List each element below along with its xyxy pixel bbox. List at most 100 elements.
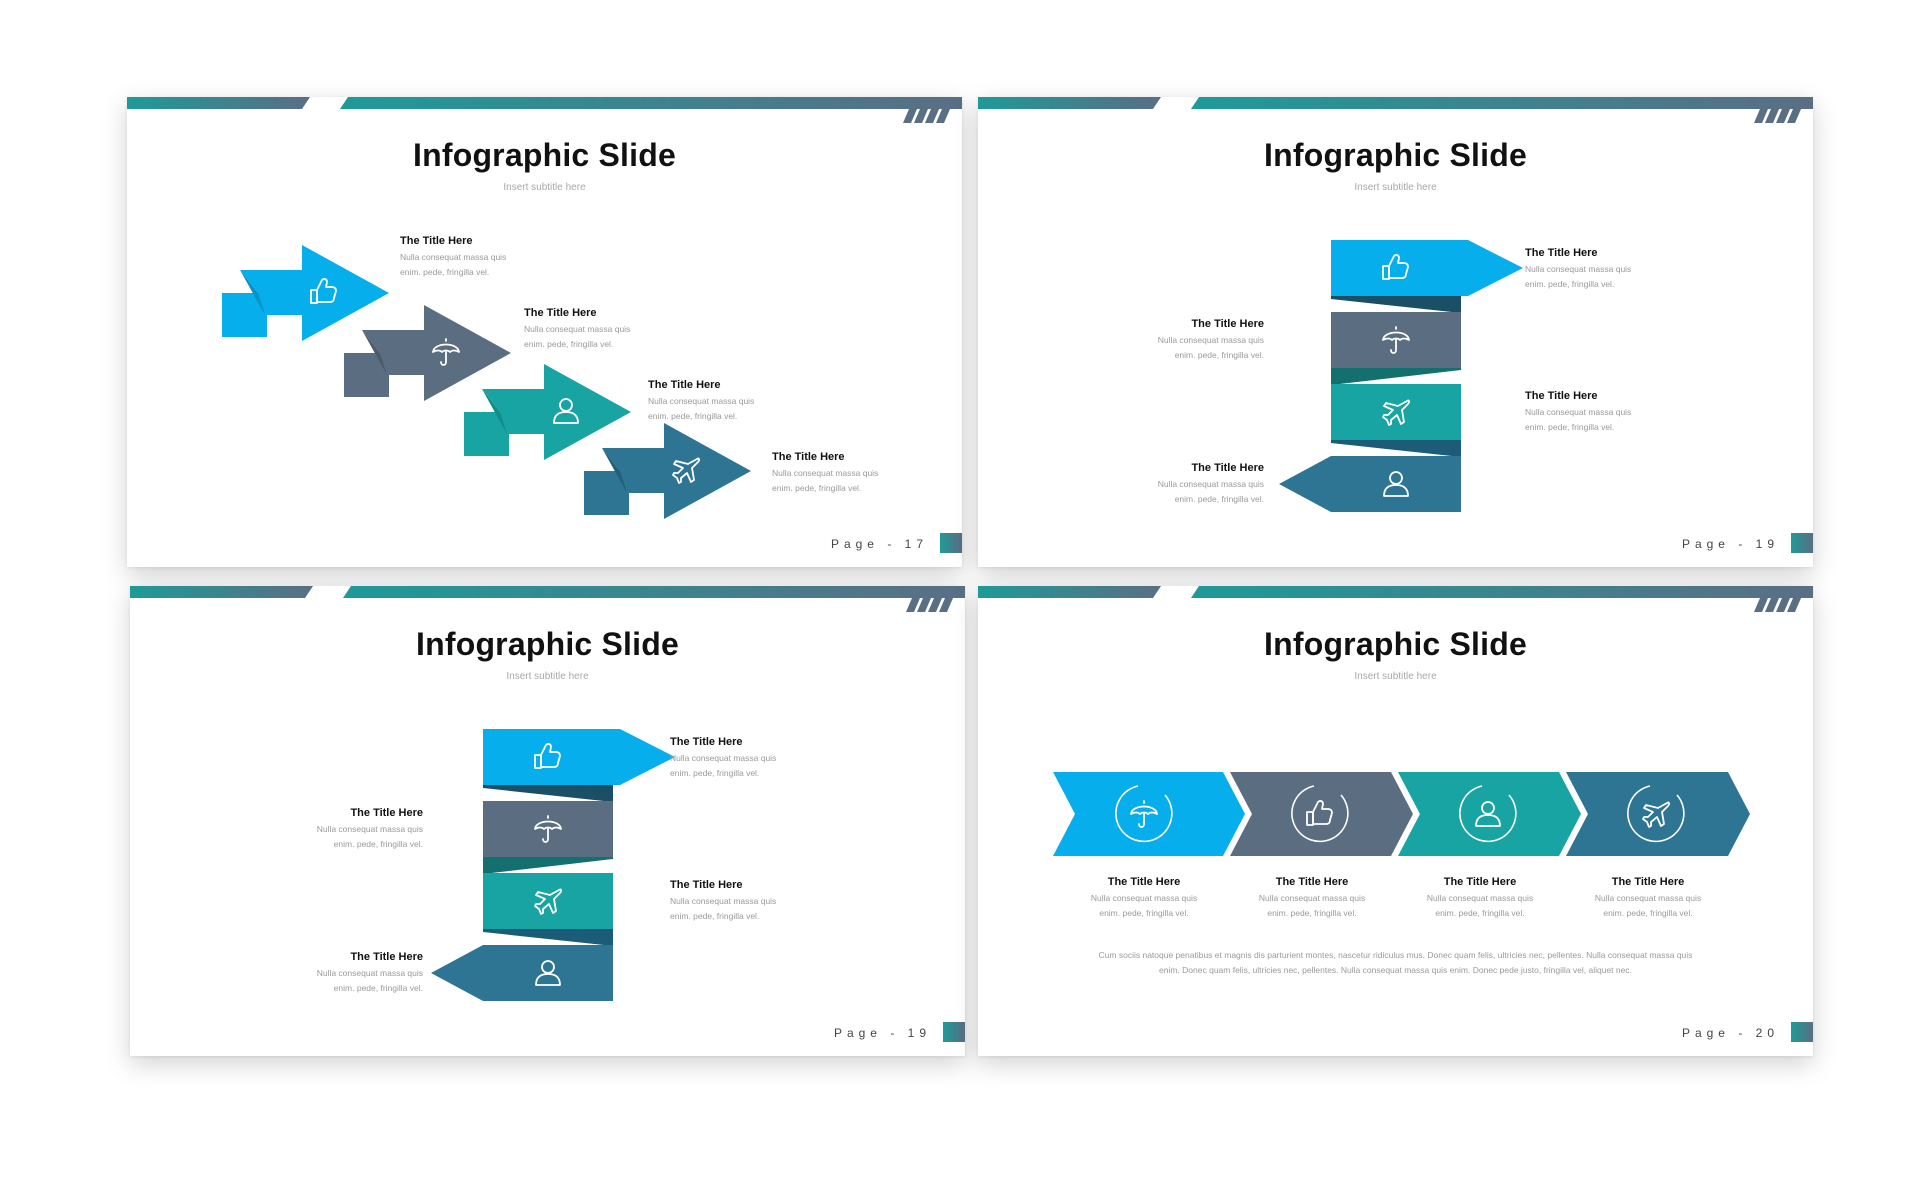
text-block-2: The Title Here Nulla consequat massa qui… bbox=[283, 807, 423, 852]
ribbon-segment-2 bbox=[483, 801, 613, 857]
item-title: The Title Here bbox=[1525, 390, 1598, 402]
ribbon-folds bbox=[1331, 296, 1461, 457]
item-title: The Title Here bbox=[1191, 462, 1264, 474]
slide-subtitle: Insert subtitle here bbox=[503, 182, 586, 193]
item-desc-line2: enim. pede, fringilla vel. bbox=[772, 483, 862, 493]
text-block-3: The Title Here Nulla consequat massa qui… bbox=[648, 379, 788, 424]
item-desc-line1: Nulla consequat massa quis bbox=[1594, 893, 1702, 903]
text-block-4: The Title Here Nulla consequat massa qui… bbox=[1578, 876, 1718, 921]
item-title: The Title Here bbox=[524, 307, 597, 319]
chevron-step-4 bbox=[1566, 772, 1750, 856]
item-desc-line2: enim. pede, fringilla vel. bbox=[333, 839, 423, 849]
item-title: The Title Here bbox=[400, 235, 473, 247]
item-title: The Title Here bbox=[1443, 876, 1517, 888]
item-desc-line1: Nulla consequat massa quis bbox=[316, 968, 423, 978]
chevron-step-2 bbox=[1230, 772, 1413, 856]
text-block-2: The Title Here Nulla consequat massa qui… bbox=[524, 307, 664, 352]
ribbon-segment-1 bbox=[1331, 240, 1523, 296]
header-stripes bbox=[903, 109, 950, 123]
slide-frame bbox=[127, 97, 962, 553]
body-line-2: enim. Donec quam felis, ultricies nec, p… bbox=[1159, 965, 1632, 975]
item-desc-line1: Nulla consequat massa quis bbox=[670, 753, 777, 763]
ribbon-segment-1 bbox=[483, 729, 675, 785]
item-desc-line2: enim. pede, fringilla vel. bbox=[1603, 908, 1693, 918]
slide-title: Infographic Slide bbox=[413, 137, 676, 173]
item-title: The Title Here bbox=[350, 807, 423, 819]
text-block-1: The Title Here Nulla consequat massa qui… bbox=[1525, 247, 1665, 292]
item-desc-line2: enim. pede, fringilla vel. bbox=[670, 911, 760, 921]
item-title: The Title Here bbox=[1191, 318, 1264, 330]
header-bar-right bbox=[1191, 586, 1813, 598]
arrow-step-1 bbox=[222, 245, 389, 341]
header-bar-right bbox=[340, 97, 962, 109]
chevron-step-1 bbox=[1053, 772, 1245, 856]
item-title: The Title Here bbox=[1275, 876, 1349, 888]
item-desc-line2: enim. pede, fringilla vel. bbox=[1435, 908, 1525, 918]
item-title: The Title Here bbox=[1107, 876, 1181, 888]
item-title: The Title Here bbox=[670, 736, 743, 748]
text-block-1: The Title Here Nulla consequat massa qui… bbox=[670, 736, 810, 781]
item-desc-line1: Nulla consequat massa quis bbox=[1426, 893, 1534, 903]
slide-frame bbox=[978, 586, 1813, 1042]
slide-page-19-b[interactable]: Infographic Slide Insert subtitle here T… bbox=[130, 586, 965, 1056]
header-stripes bbox=[1754, 598, 1801, 612]
text-block-1: The Title Here Nulla consequat massa qui… bbox=[1074, 876, 1214, 921]
arrow-step-3 bbox=[464, 364, 631, 460]
slide-title: Infographic Slide bbox=[1264, 137, 1527, 173]
body-paragraph: Cum sociis natoque penatibus et magnis d… bbox=[1058, 948, 1733, 978]
item-desc-line2: enim. pede, fringilla vel. bbox=[1174, 494, 1264, 504]
item-desc-line1: Nulla consequat massa quis bbox=[1157, 479, 1264, 489]
page-badge bbox=[1791, 1022, 1813, 1042]
text-block-3: The Title Here Nulla consequat massa qui… bbox=[670, 879, 810, 924]
header-bar-left bbox=[127, 97, 310, 109]
text-block-2: The Title Here Nulla consequat massa qui… bbox=[1242, 876, 1382, 921]
header-bar-right bbox=[343, 586, 965, 598]
item-desc-line2: enim. pede, fringilla vel. bbox=[648, 411, 738, 421]
slide-frame bbox=[978, 97, 1813, 553]
page-number: Page - 19 bbox=[1681, 537, 1779, 551]
chevron-step-3 bbox=[1398, 772, 1581, 856]
item-title: The Title Here bbox=[350, 951, 423, 963]
item-desc-line2: enim. pede, fringilla vel. bbox=[1525, 422, 1615, 432]
ribbon-segment-3 bbox=[1331, 384, 1461, 440]
item-title: The Title Here bbox=[772, 451, 845, 463]
slide-page-17[interactable]: Infographic Slide Insert subtitle here bbox=[127, 97, 962, 567]
page-number: Page - 17 bbox=[830, 537, 928, 551]
ribbon-segment-4 bbox=[431, 945, 613, 1001]
staircase-arrows-diagram bbox=[222, 245, 751, 519]
item-desc-line1: Nulla consequat massa quis bbox=[524, 324, 631, 334]
chevron-process-diagram bbox=[1053, 772, 1750, 856]
item-title: The Title Here bbox=[1525, 247, 1598, 259]
page-badge bbox=[940, 533, 962, 553]
header-bar-left bbox=[130, 586, 313, 598]
item-desc-line2: enim. pede, fringilla vel. bbox=[400, 267, 490, 277]
item-desc-line2: enim. pede, fringilla vel. bbox=[1174, 350, 1264, 360]
page-badge bbox=[943, 1022, 965, 1042]
item-desc-line1: Nulla consequat massa quis bbox=[1525, 264, 1632, 274]
ribbon-segment-3 bbox=[483, 873, 613, 929]
item-desc-line1: Nulla consequat massa quis bbox=[1258, 893, 1366, 903]
header-bar-right bbox=[1191, 97, 1813, 109]
header-bar-left bbox=[978, 586, 1161, 598]
ribbon-folds bbox=[483, 785, 613, 946]
item-desc-line1: Nulla consequat massa quis bbox=[670, 896, 777, 906]
zigzag-ribbon-diagram bbox=[431, 729, 675, 1001]
slide-subtitle: Insert subtitle here bbox=[1354, 182, 1437, 193]
page-number: Page - 20 bbox=[1681, 1026, 1779, 1040]
text-block-1: The Title Here Nulla consequat massa qui… bbox=[400, 235, 540, 280]
item-desc-line2: enim. pede, fringilla vel. bbox=[670, 768, 760, 778]
page-number: Page - 19 bbox=[833, 1026, 931, 1040]
slide-page-20[interactable]: Infographic Slide Insert subtitle here T… bbox=[978, 586, 1813, 1056]
text-block-2: The Title Here Nulla consequat massa qui… bbox=[1124, 318, 1264, 363]
ribbon-segment-2 bbox=[1331, 312, 1461, 368]
slide-subtitle: Insert subtitle here bbox=[1354, 671, 1437, 682]
header-bar-left bbox=[978, 97, 1161, 109]
slide-page-19-a[interactable]: Infographic Slide Insert subtitle here T… bbox=[978, 97, 1813, 567]
text-block-3: The Title Here Nulla consequat massa qui… bbox=[1410, 876, 1550, 921]
text-block-4: The Title Here Nulla consequat massa qui… bbox=[1124, 462, 1264, 507]
item-desc-line1: Nulla consequat massa quis bbox=[1525, 407, 1632, 417]
header-stripes bbox=[1754, 109, 1801, 123]
slide-frame bbox=[130, 586, 965, 1042]
item-desc-line2: enim. pede, fringilla vel. bbox=[333, 983, 423, 993]
item-desc-line1: Nulla consequat massa quis bbox=[1157, 335, 1264, 345]
